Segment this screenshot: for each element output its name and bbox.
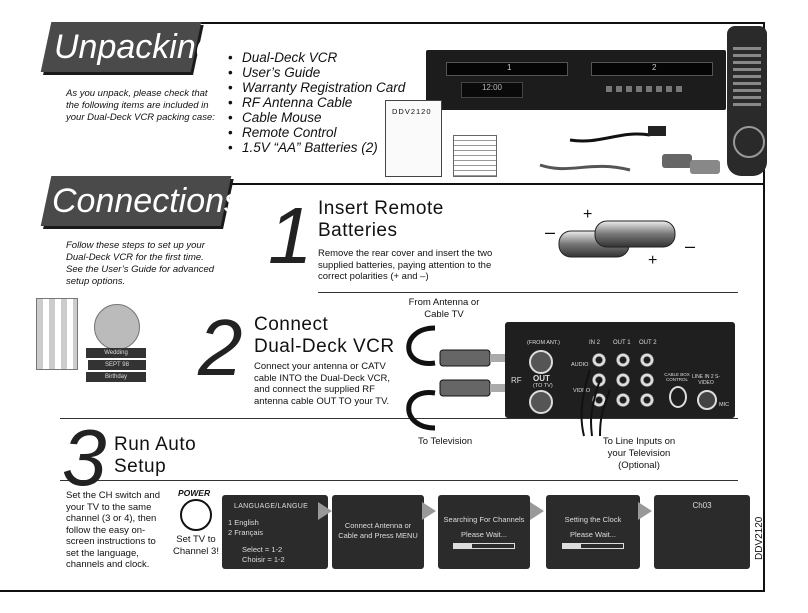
warranty-card-illustration — [453, 135, 497, 177]
s-video-jack — [697, 390, 717, 410]
arrow-icon — [318, 502, 332, 520]
step2-description: Connect your antenna or CATV cable INTO … — [254, 361, 391, 407]
to-line-inputs-label: To Line Inputs on your Television (Optio… — [602, 436, 676, 471]
unpacking-title: Unpacking — [54, 28, 215, 66]
step-number-2: 2 — [198, 303, 243, 392]
rf-label: RF — [511, 376, 522, 385]
power-button[interactable] — [180, 499, 212, 531]
battery-pair-small-illustration — [662, 154, 720, 174]
battery-plus-sign-2: + — [648, 252, 658, 269]
antenna-cables-illustration — [406, 325, 510, 431]
list-item: User’s Guide — [228, 65, 418, 80]
from-antenna-label: From Antenna or Cable TV — [408, 297, 480, 320]
screen-searching-channels: Searching For Channels Please Wait... — [438, 495, 530, 569]
line-in2-label: LINE IN 2 S-VIDEO — [691, 374, 721, 386]
cable-illustration — [539, 126, 666, 172]
to-television-label: To Television — [418, 436, 473, 447]
connections-intro: Follow these steps to set up your Dual-D… — [66, 240, 215, 287]
cable-box-label: CABLE BOX CONTROL — [664, 372, 690, 382]
set-tv-label: Set TV to Channel 3! — [173, 534, 219, 557]
unpacking-list: Dual-Deck VCR User’s Guide Warranty Regi… — [228, 50, 418, 155]
power-label: POWER — [178, 488, 211, 498]
rf-out-jack — [529, 390, 553, 414]
unpacking-banner: Unpacking — [40, 22, 215, 72]
remote-control-illustration — [727, 26, 767, 176]
step3-title-line2: Setup — [114, 456, 167, 477]
right-frame-line — [763, 22, 765, 592]
step-number-3: 3 — [62, 413, 107, 502]
progress-bar — [562, 543, 624, 549]
from-ant-label: (FROM ANT.) — [527, 340, 560, 346]
step1-title-line1: Insert Remote — [318, 198, 444, 219]
tape-label: Wedding — [86, 348, 146, 358]
tape-label: Birthday — [86, 372, 146, 382]
step3-description: Set the CH switch and your TV to the sam… — [66, 490, 160, 570]
video-label: VIDEO — [573, 388, 591, 394]
step3-title-line1: Run Auto — [114, 434, 197, 455]
users-guide-illustration: DDV2120 — [385, 100, 442, 177]
batteries-illustration — [558, 220, 676, 258]
cable-box-jack — [669, 386, 687, 408]
vcr-deck-1: 1 — [446, 62, 568, 76]
connections-banner: Connections — [40, 176, 242, 226]
in2-label: IN 2 — [589, 340, 601, 346]
screen-language: LANGUAGE/LANGUE 1 English 2 Français Sel… — [222, 495, 328, 569]
ant-in-jack — [529, 350, 553, 374]
language-choisir-hint: Choisir = 1-2 — [242, 555, 285, 564]
unpacking-intro: As you unpack, please check that the fol… — [66, 88, 215, 123]
language-select-hint: Select = 1-2 — [242, 545, 283, 554]
to-tv-panel-label: (TO TV) — [533, 383, 553, 389]
screen-channel: Ch03 — [654, 495, 750, 569]
out1-label: OUT 1 — [613, 340, 631, 346]
list-item: Dual-Deck VCR — [228, 50, 418, 65]
list-item: RF Antenna Cable — [228, 95, 418, 110]
vcr-rear-panel: (FROM ANT.) RF OUT (TO TV) IN 2 OUT 1 OU… — [505, 322, 735, 418]
list-item: Warranty Registration Card — [228, 80, 418, 95]
line-input-cables — [580, 369, 611, 437]
popcorn-tapes-illustration: Wedding SEPT 98 Birthday — [36, 298, 146, 388]
tape-label: SEPT 98 — [88, 360, 146, 370]
list-item: Remote Control — [228, 125, 418, 140]
list-item: 1.5V “AA” Batteries (2) — [228, 140, 418, 155]
connections-title: Connections — [52, 182, 242, 220]
step2-title-line1: Connect — [254, 314, 329, 335]
language-option: 2 Français — [228, 528, 264, 537]
screen-connect-antenna: Connect Antenna or Cable and Press MENU — [332, 495, 424, 569]
bottom-frame-line — [0, 590, 764, 592]
battery-minus-sign-2: – — [685, 236, 696, 256]
battery-plus-sign: + — [583, 206, 593, 223]
list-item: Cable Mouse — [228, 110, 418, 125]
step1-description: Remove the rear cover and insert the two… — [318, 248, 493, 282]
step-number-1: 1 — [268, 191, 313, 280]
step-divider-2 — [60, 418, 738, 419]
vcr-deck-2: 2 — [591, 62, 713, 76]
step2-title-line2: Dual-Deck VCR — [254, 336, 395, 357]
battery-minus-sign: – — [545, 222, 556, 242]
vcr-display: 12:00 — [461, 82, 523, 98]
language-header: LANGUAGE/LANGUE — [234, 503, 309, 510]
arrow-icon — [638, 502, 652, 520]
mid-frame-line — [230, 183, 764, 185]
step-divider-1 — [318, 292, 738, 293]
audio-label: AUDIO — [571, 362, 589, 368]
step1-title-line2: Batteries — [318, 220, 398, 241]
arrow-icon — [530, 502, 544, 520]
step-divider-3 — [60, 480, 738, 481]
vcr-illustration: 1 2 12:00 — [426, 50, 726, 110]
out2-label: OUT 2 — [639, 340, 657, 346]
screen-setting-clock: Setting the Clock Please Wait... — [546, 495, 640, 569]
language-option: 1 English — [228, 518, 259, 527]
top-frame-line — [200, 22, 764, 24]
model-code: DDV2120 — [754, 516, 765, 560]
arrow-icon — [422, 502, 436, 520]
progress-bar — [453, 543, 515, 549]
mic-label: MIC — [719, 402, 730, 408]
out-label: OUT — [533, 374, 550, 383]
